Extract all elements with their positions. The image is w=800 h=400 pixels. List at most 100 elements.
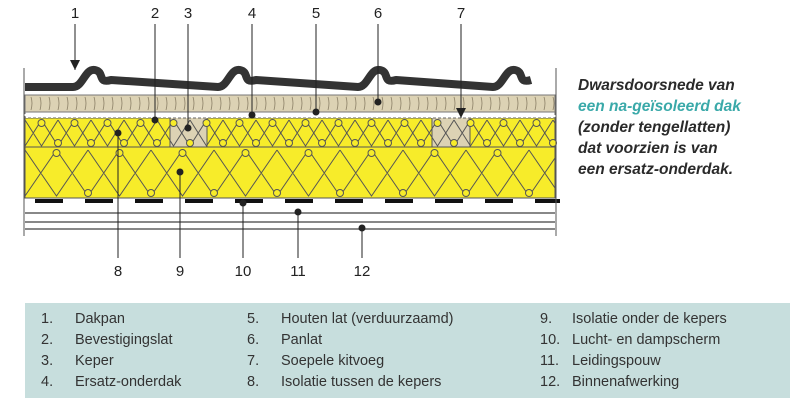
caption-line: (zonder tengellatten): [578, 119, 731, 136]
insulation-node: [136, 119, 145, 127]
legend-label: Lucht- en dampscherm: [572, 332, 721, 348]
callout-dot: [176, 168, 184, 176]
insulation-node: [304, 149, 313, 157]
insulation-node: [169, 119, 178, 127]
legend-number: 7.: [247, 353, 260, 369]
air-vapour-barrier: [235, 199, 263, 203]
legend-label: Bevestigingslat: [75, 332, 173, 348]
caption-line: Dwarsdoorsnede van: [578, 77, 735, 94]
legend-column-3: 9. Isolatie onder de kepers 10. Lucht- en …: [540, 309, 727, 393]
insulation-node: [351, 139, 359, 147]
insulation-node: [120, 139, 128, 147]
insulation-node: [54, 139, 62, 147]
insulation-node: [186, 139, 194, 147]
insulation-node: [532, 119, 541, 127]
legend-item: 10. Lucht- en dampscherm: [540, 330, 727, 351]
insulation-node: [147, 189, 155, 197]
insulation-node: [235, 119, 244, 127]
legend-label: Ersatz-onderdak: [75, 374, 182, 390]
legend-number: 6.: [247, 332, 260, 348]
insulation-node: [52, 149, 61, 157]
air-vapour-barrier: [535, 199, 560, 203]
legend-item: 11.Leidingspouw: [540, 351, 727, 372]
insulation-node: [219, 139, 227, 147]
callout-12: 12: [354, 263, 371, 280]
legend-number: 3.: [41, 353, 54, 369]
callout-8: 8: [114, 263, 122, 280]
legend-box: 1.Dakpan 2.Bevestigingslat 3.Keper 4.Ers…: [25, 303, 790, 398]
legend-number: 5.: [247, 311, 260, 327]
caption-line-highlight: een na-geïsoleerd dak: [578, 98, 741, 115]
insulation-node: [417, 139, 425, 147]
callout-dot: [239, 199, 247, 207]
air-vapour-barrier: [85, 199, 113, 203]
insulation-node: [525, 189, 533, 197]
roof-cross-section-diagram: 1 2 3 4 5 6 7 8 9 10 11 12: [23, 5, 560, 280]
legend-label: Isolatie onder de kepers: [572, 311, 727, 327]
callout-dot: [374, 98, 382, 106]
callout-1: 1: [71, 5, 79, 22]
callout-6: 6: [374, 5, 382, 22]
legend-item: 3.Keper: [41, 351, 181, 372]
legend-label: Binnenafwerking: [572, 374, 680, 390]
insulation-node: [37, 119, 46, 127]
callout-9: 9: [176, 263, 184, 280]
legend-label: Panlat: [281, 332, 323, 348]
caption-line: een ersatz-onderdak.: [578, 161, 734, 178]
insulation-node: [516, 139, 524, 147]
legend-item: 12. Binnenafwerking: [540, 372, 727, 393]
batten-grain: [30, 96, 555, 111]
callout-4: 4: [248, 5, 256, 22]
insulation-node: [273, 189, 281, 197]
insulation-node: [549, 139, 557, 147]
air-vapour-barrier: [285, 199, 313, 203]
insulation-node: [334, 119, 343, 127]
insulation-node: [499, 119, 508, 127]
legend-label: Isolatie tussen de kepers: [281, 374, 442, 390]
callout-dot: [114, 129, 122, 137]
callout-dot: [248, 111, 256, 119]
callout-dot: [294, 208, 302, 216]
insulation-node: [430, 149, 439, 157]
legend-item: 7. Soepele kitvoeg: [247, 351, 453, 372]
arrow-head-icon: [456, 108, 466, 118]
callout-7: 7: [457, 5, 465, 22]
insulation-node: [84, 189, 92, 197]
diagram-caption: Dwarsdoorsnede van een na-geïsoleerd dak…: [578, 75, 741, 180]
callout-10: 10: [235, 263, 252, 280]
insulation-node: [301, 119, 310, 127]
insulation-node: [153, 139, 161, 147]
insulation-node: [367, 119, 376, 127]
legend-item: 2. Bevestigingslat: [41, 330, 181, 351]
insulation-node: [268, 119, 277, 127]
callout-2: 2: [151, 5, 159, 22]
legend-number: 4.: [41, 374, 54, 390]
legend-number: 2.: [41, 332, 54, 348]
insulation-node: [433, 119, 442, 127]
legend-number: 10.: [540, 332, 561, 348]
callout-5: 5: [312, 5, 320, 22]
air-vapour-barrier: [485, 199, 513, 203]
insulation-node: [241, 149, 250, 157]
legend-label: Houten lat (verduurzaamd): [281, 311, 454, 327]
insulation-node: [367, 149, 376, 157]
insulation-node: [450, 139, 458, 147]
callout-3: 3: [184, 5, 192, 22]
ersatz-underlay: [24, 111, 556, 119]
legend-label: Dakpan: [75, 311, 125, 327]
legend-number: 9.: [540, 311, 553, 327]
insulation-node: [400, 119, 409, 127]
insulation-node: [87, 139, 95, 147]
insulation-node: [210, 189, 218, 197]
legend-number: 12.: [540, 374, 561, 390]
arrow-head-icon: [70, 60, 80, 70]
legend-item: 6. Panlat: [247, 330, 453, 351]
insulation-node: [202, 119, 211, 127]
legend-item: 4. Ersatz-onderdak: [41, 372, 181, 393]
insulation-node: [103, 119, 112, 127]
insulation-node: [493, 149, 502, 157]
legend-column-2: 5. Houten lat (verduurzaamd) 6. Panlat 7. S…: [247, 309, 453, 393]
insulation-node: [466, 119, 475, 127]
insulation-node: [318, 139, 326, 147]
legend-label: Soepele kitvoeg: [281, 353, 385, 369]
